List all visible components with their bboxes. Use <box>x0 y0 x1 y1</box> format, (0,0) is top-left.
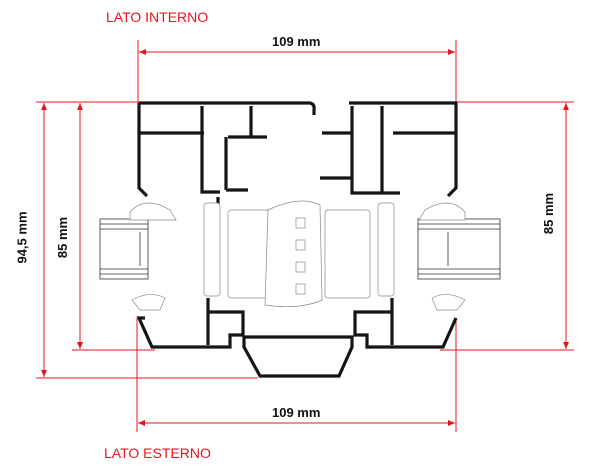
left-height-label: 85 mm <box>55 216 71 259</box>
dimension-left-total <box>36 101 258 379</box>
glass-right <box>417 218 501 280</box>
glass-left <box>99 218 149 280</box>
dimension-left-85 <box>72 103 155 351</box>
exterior-side-label: LATO ESTERNO <box>104 445 211 461</box>
interior-side-label: LATO INTERNO <box>106 9 209 25</box>
aluminium-profile <box>136 101 458 378</box>
thermal-break <box>129 200 466 311</box>
dimension-right-85 <box>440 101 574 351</box>
left-total-height-label: 94,5 mm <box>14 211 30 264</box>
bottom-width-label: 109 mm <box>272 405 321 420</box>
top-width-label: 109 mm <box>272 34 321 49</box>
dimension-top <box>137 40 457 103</box>
right-height-label: 85 mm <box>541 192 557 235</box>
dimension-bottom <box>136 318 457 432</box>
